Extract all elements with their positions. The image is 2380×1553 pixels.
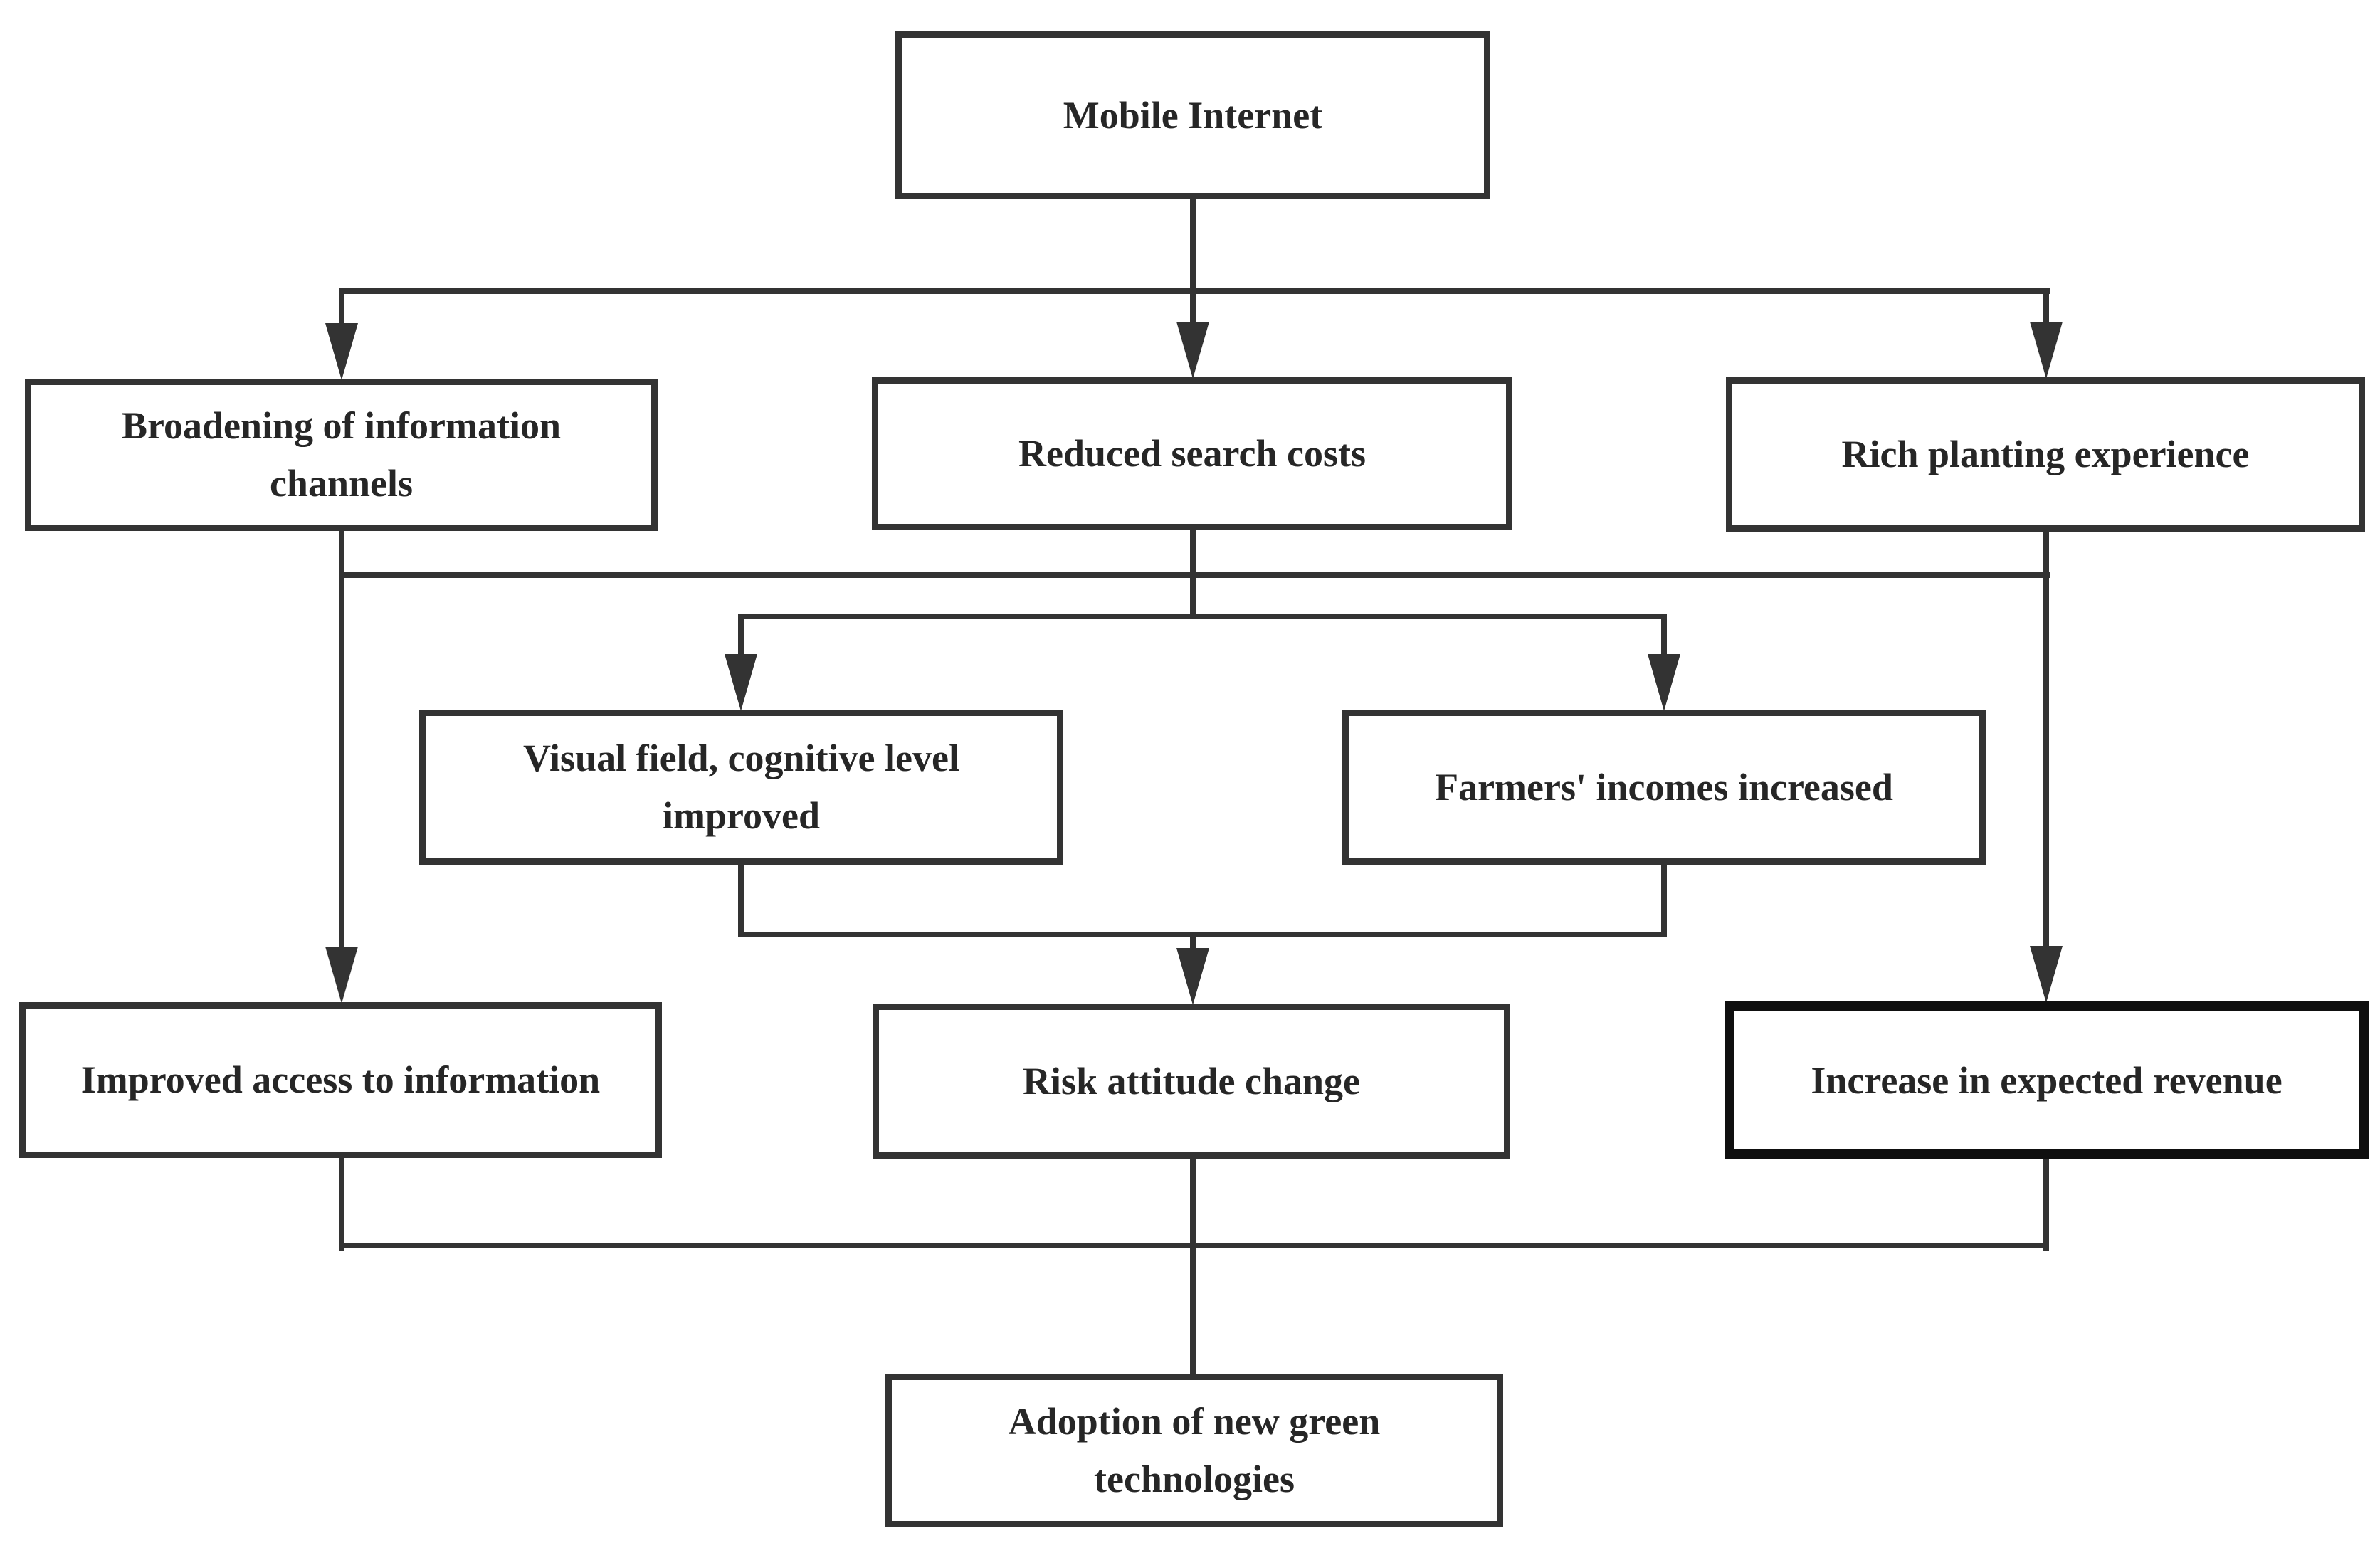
node-rich-planting-experience: Rich planting experience (1726, 377, 2365, 532)
node-mobile-internet: Mobile Internet (895, 31, 1490, 199)
node-adoption-of-new-green-technologies: Adoption of new green technologies (885, 1374, 1503, 1527)
edge-revenue-down (2043, 1158, 2049, 1251)
arrow-into-farmers-icon (1648, 654, 1680, 711)
edge-junction-middle (738, 932, 1667, 937)
edge-farmers-down (1661, 865, 1667, 937)
arrow-into-broadening-icon (325, 323, 358, 380)
node-visual-field-cognitive-level-label: Visual field, cognitive level improved (523, 737, 959, 837)
edge-branch-row1 (339, 288, 2050, 294)
node-improved-access-to-information: Improved access to information (19, 1002, 662, 1158)
node-improved-access-to-information-label: Improved access to information (80, 1058, 601, 1101)
arrow-into-risk-icon (1176, 948, 1209, 1005)
edge-stem-broadening (339, 288, 344, 331)
edge-rich-to-revenue (2043, 532, 2049, 952)
edge-stem-rich (2043, 288, 2049, 331)
node-visual-field-cognitive-level: Visual field, cognitive level improved (419, 710, 1063, 865)
edge-reduced-to-branch (1190, 530, 1196, 619)
edge-mobile-to-branch (1190, 199, 1196, 326)
edge-broadening-to-improved (339, 531, 344, 952)
node-adoption-of-new-green-technologies-label: Adoption of new green technologies (1008, 1400, 1381, 1500)
edge-stem-risk (1190, 932, 1196, 957)
node-reduced-search-costs: Reduced search costs (872, 377, 1512, 530)
node-farmers-incomes-increased: Farmers' incomes increased (1342, 710, 1986, 865)
node-rich-planting-experience-label: Rich planting experience (1841, 433, 2250, 475)
arrow-into-reduced-icon (1176, 322, 1209, 379)
node-broadening-information-channels-label: Broadening of information channels (121, 404, 562, 505)
edge-stem-visual (738, 614, 744, 660)
node-broadening-information-channels: Broadening of information channels (25, 379, 658, 531)
node-mobile-internet-label: Mobile Internet (1063, 93, 1323, 137)
node-reduced-search-costs-label: Reduced search costs (1018, 432, 1366, 475)
node-increase-in-expected-revenue: Increase in expected revenue (1725, 1001, 2369, 1159)
edge-stem-farmers (1661, 614, 1667, 660)
arrow-into-rich-icon (2030, 322, 2063, 379)
node-risk-attitude-change: Risk attitude change (873, 1004, 1510, 1159)
edge-branch-middle (738, 614, 1667, 619)
edge-risk-to-adoption (1190, 1159, 1196, 1374)
arrow-into-revenue-icon (2030, 946, 2063, 1003)
node-increase-in-expected-revenue-label: Increase in expected revenue (1811, 1058, 2282, 1102)
arrow-into-visual-icon (725, 654, 757, 711)
node-risk-attitude-change-label: Risk attitude change (1022, 1059, 1361, 1102)
arrow-into-improved-icon (325, 947, 358, 1004)
edge-improved-down (339, 1158, 344, 1251)
edge-visual-down (738, 865, 744, 937)
node-farmers-incomes-increased-label: Farmers' incomes increased (1435, 765, 1893, 809)
